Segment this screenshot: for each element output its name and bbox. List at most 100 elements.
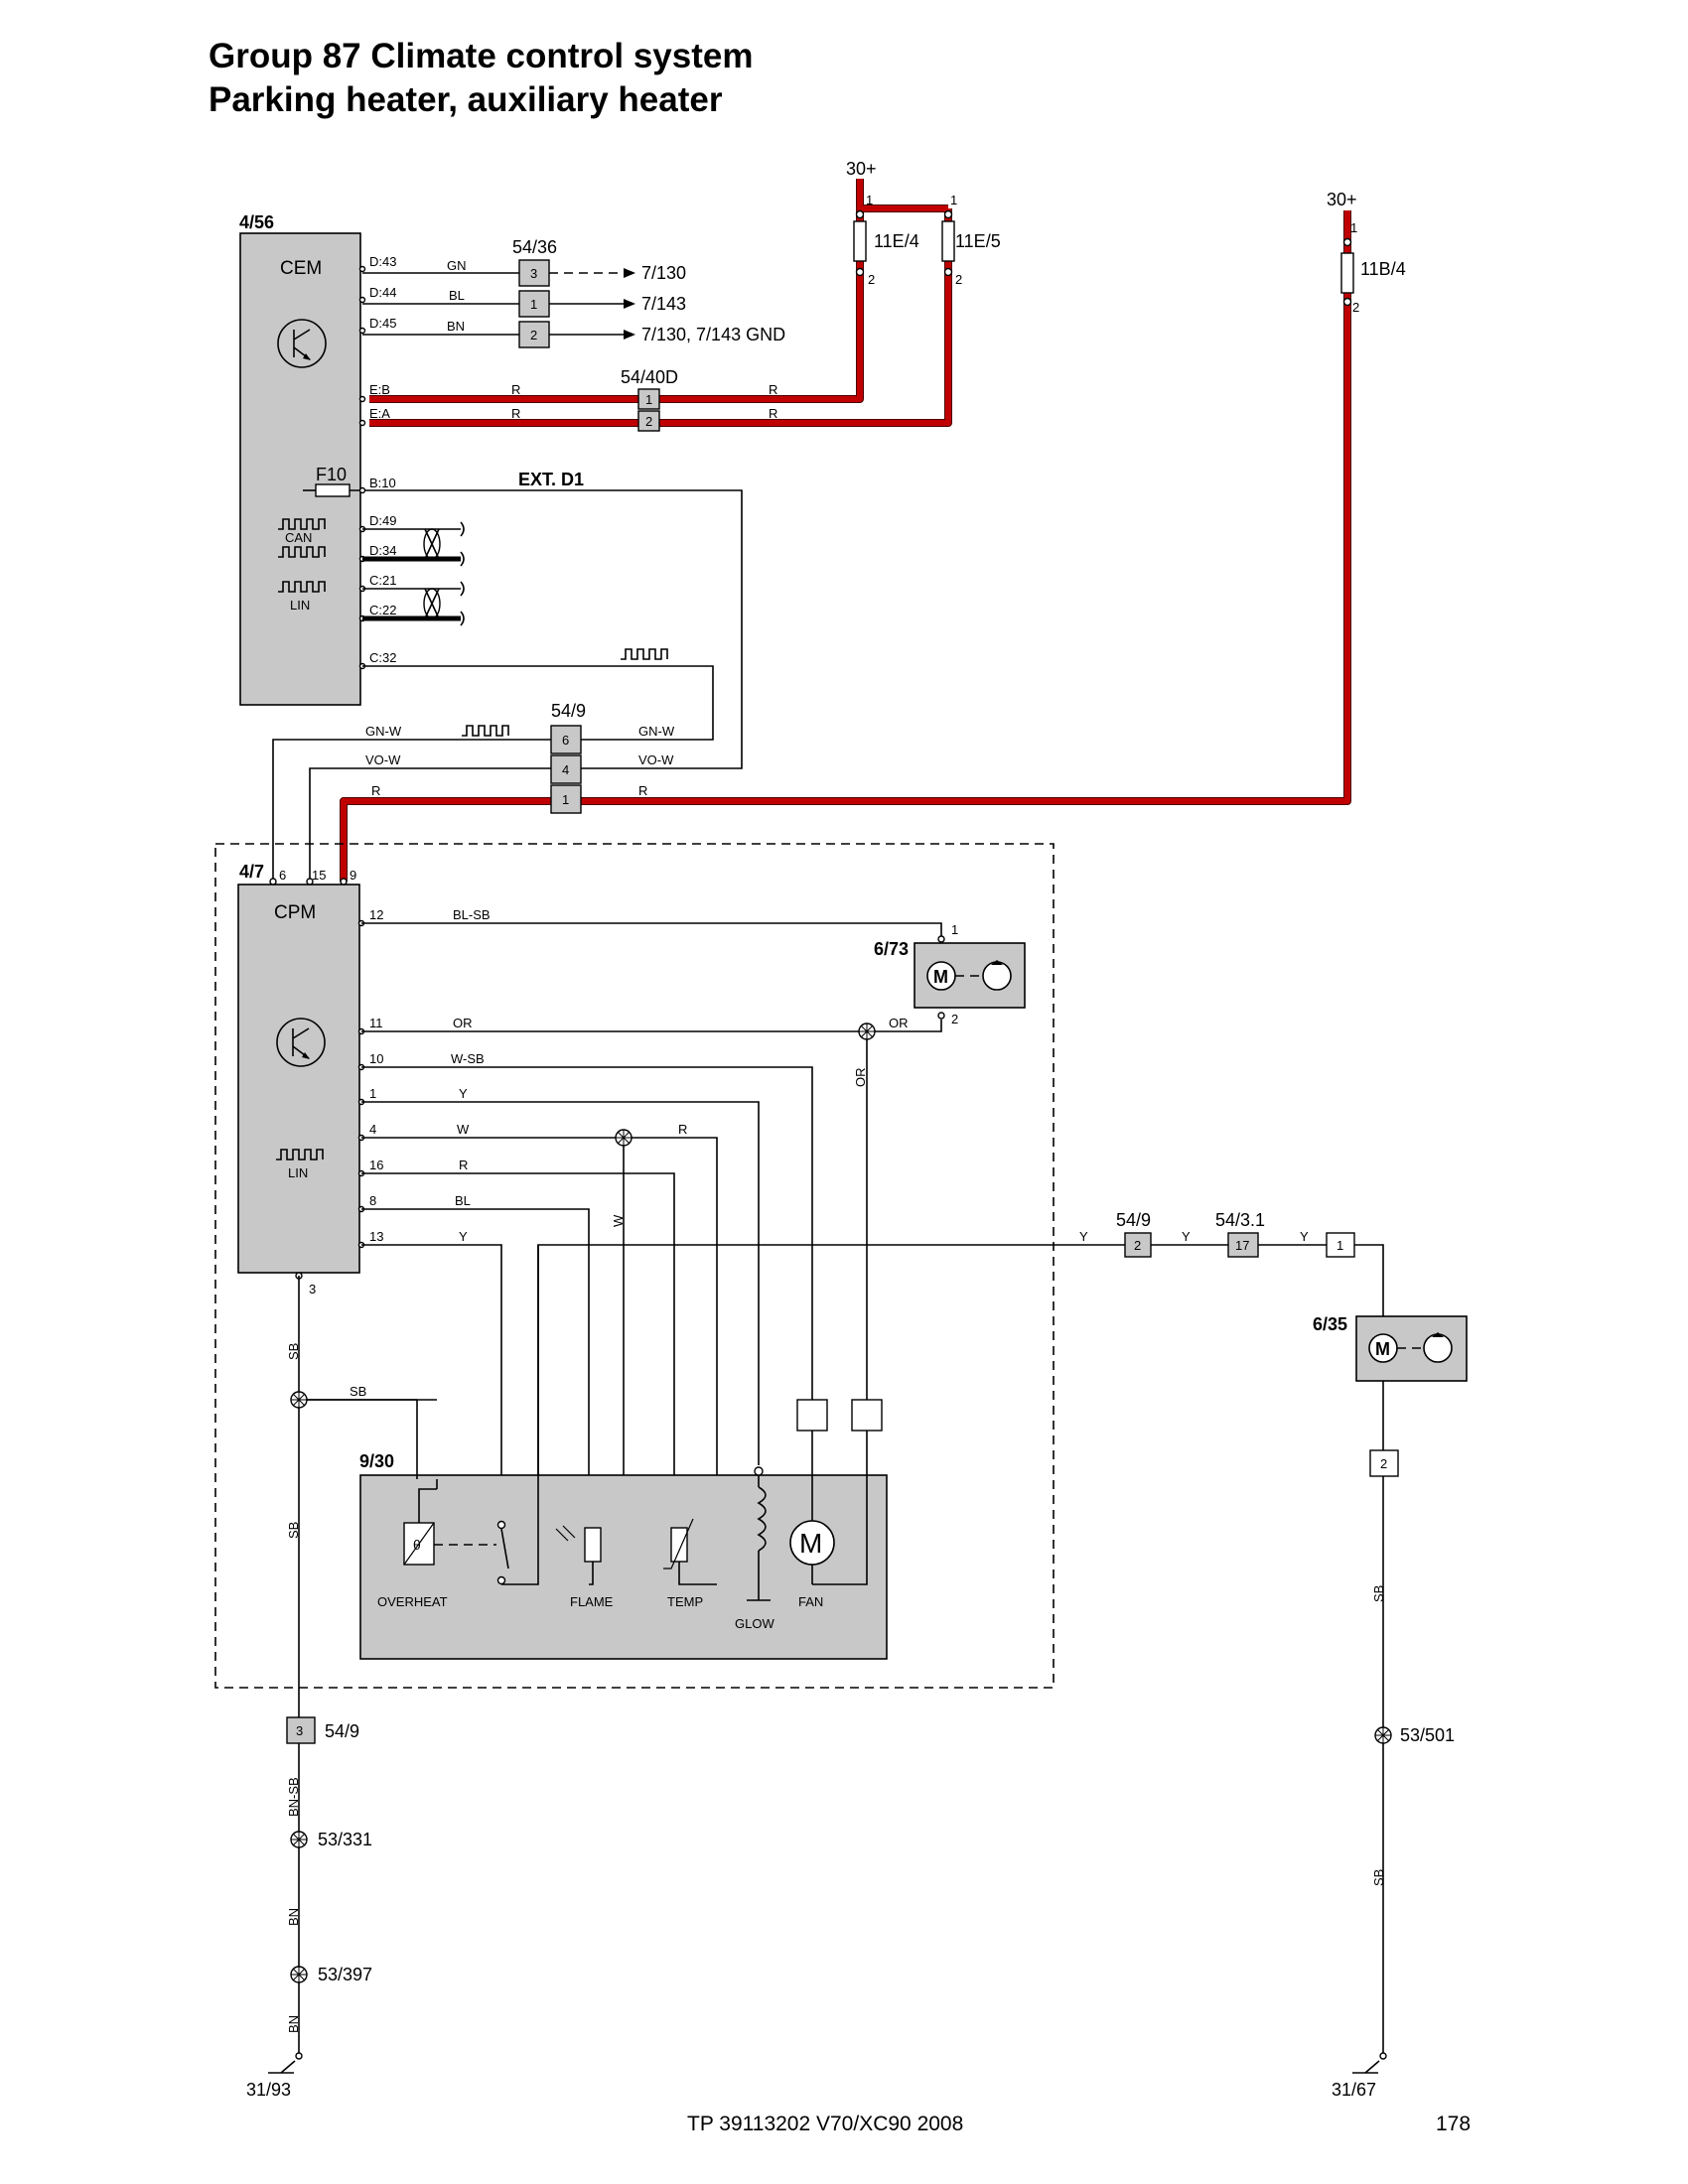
svg-text:1: 1 — [1336, 1238, 1343, 1253]
cem-module: 4/56 CEM F10 CAN LIN — [239, 212, 369, 706]
cpm-module: 4/7 CPM LIN — [237, 862, 360, 1274]
svg-text:VO-W: VO-W — [365, 752, 401, 767]
wire-r-1: R — [511, 382, 520, 397]
svg-text:SB: SB — [1371, 1585, 1386, 1602]
title-line-1: Group 87 Climate control system — [209, 37, 753, 75]
svg-text:9/30: 9/30 — [359, 1451, 394, 1471]
fuse-11b4: 1 2 11B/4 — [1340, 220, 1406, 315]
wire-c32 — [362, 648, 714, 741]
fan-motor-icon: M — [789, 1399, 883, 1585]
svg-text:M: M — [933, 967, 948, 987]
svg-text:53/501: 53/501 — [1400, 1725, 1455, 1745]
splices-cpm — [615, 1023, 876, 1147]
svg-text:SB: SB — [350, 1384, 366, 1399]
cem-label: CEM — [280, 258, 322, 279]
fuse-11e4: 1 2 11E/4 — [853, 193, 919, 287]
fuse-11b4-pin-2: 2 — [1352, 300, 1359, 315]
can-twisted-pair — [362, 521, 465, 567]
svg-text:12: 12 — [369, 907, 383, 922]
svg-text:54/9: 54/9 — [325, 1721, 359, 1741]
lin-signal-icon-cpm — [276, 1149, 324, 1160]
svg-text:1: 1 — [951, 922, 958, 937]
svg-text:15: 15 — [312, 868, 326, 883]
svg-text:4: 4 — [369, 1122, 376, 1137]
svg-text:R: R — [459, 1158, 468, 1172]
svg-text:54/9: 54/9 — [551, 701, 586, 721]
svg-text:53/397: 53/397 — [318, 1965, 372, 1984]
fuse-11e4-label: 11E/4 — [874, 231, 919, 251]
svg-text:Y: Y — [459, 1086, 468, 1101]
wire-r-2: R — [511, 406, 520, 421]
svg-text:11: 11 — [369, 1016, 383, 1030]
svg-text:GLOW: GLOW — [735, 1616, 774, 1631]
footer-page: 178 — [1436, 2113, 1471, 2135]
svg-text:OR: OR — [853, 1068, 868, 1088]
svg-text:3: 3 — [530, 266, 537, 281]
svg-text:BL: BL — [449, 288, 465, 303]
svg-text:D:45: D:45 — [369, 316, 396, 331]
ext-d1-wire: EXT. D1 — [369, 470, 743, 769]
heater-9-30: 9/30 θ OVERHEAT FLAME TEMP — [296, 1245, 888, 1660]
svg-text:M: M — [799, 1528, 822, 1559]
svg-text:BL: BL — [455, 1193, 471, 1208]
power-harness — [340, 179, 1351, 882]
svg-text:SB: SB — [1371, 1869, 1386, 1886]
svg-text:BL-SB: BL-SB — [453, 907, 491, 922]
svg-text:BN: BN — [286, 2015, 301, 2033]
svg-text:OR: OR — [453, 1016, 473, 1030]
svg-text:17: 17 — [1235, 1238, 1249, 1253]
supply-label-a: 30+ — [846, 159, 877, 179]
svg-text:1: 1 — [562, 792, 569, 807]
cpm-label: CPM — [274, 902, 316, 923]
svg-text:E:B: E:B — [369, 382, 390, 397]
svg-text:10: 10 — [369, 1051, 383, 1066]
fuse-11e5-label: 11E/5 — [955, 231, 1001, 251]
svg-text:C:32: C:32 — [369, 650, 396, 665]
svg-text:W: W — [611, 1214, 626, 1227]
svg-text:2: 2 — [645, 414, 652, 429]
fuse-11e5-pin-2: 2 — [955, 272, 962, 287]
lin-signal-icon — [278, 581, 326, 593]
svg-text:E:A: E:A — [369, 406, 390, 421]
cpm-top-pins: 6 15 9 — [269, 868, 356, 886]
can-signal-icon-2 — [278, 546, 326, 558]
svg-text:OR: OR — [889, 1016, 909, 1030]
fuse-11e5: 1 2 11E/5 — [941, 193, 1001, 287]
svg-text:W-SB: W-SB — [451, 1051, 485, 1066]
can-signal-icon — [278, 518, 326, 530]
svg-text:GN: GN — [447, 258, 467, 273]
transistor-icon-cpm — [276, 1018, 326, 1067]
cem-lin-label: LIN — [290, 598, 310, 613]
ground-chain-left: 3 54/9 BN-SB 53/331 BN 53/397 BN 31/93 — [246, 1716, 372, 2100]
svg-text:54/3.1: 54/3.1 — [1215, 1210, 1265, 1230]
connector-549-top: 54/9 6 4 1 — [550, 701, 586, 814]
svg-text:6: 6 — [279, 868, 286, 883]
svg-text:VO-W: VO-W — [638, 752, 674, 767]
fuse-11e5-pin-1: 1 — [950, 193, 957, 207]
svg-text:D:34: D:34 — [369, 543, 396, 558]
svg-text:OVERHEAT: OVERHEAT — [377, 1594, 448, 1609]
pump-icon — [982, 961, 1012, 991]
svg-text:2: 2 — [951, 1012, 958, 1026]
svg-text:2: 2 — [1134, 1238, 1141, 1253]
svg-text:9: 9 — [350, 868, 356, 883]
svg-text:GN-W: GN-W — [638, 724, 675, 739]
svg-text:2: 2 — [1380, 1456, 1387, 1471]
svg-text:D:44: D:44 — [369, 285, 396, 300]
svg-text:BN: BN — [286, 1908, 301, 1926]
pump-6-73: 6/73 1 2 M — [874, 922, 1026, 1026]
cem-fuse-icon — [315, 483, 351, 497]
svg-text:3: 3 — [309, 1282, 316, 1297]
svg-text:4: 4 — [562, 762, 569, 777]
svg-text:54/36: 54/36 — [512, 237, 557, 257]
aux-pump-icon — [1423, 1333, 1453, 1363]
cpm-ground-branch: SB SB SB — [286, 1276, 418, 1717]
svg-text:Y: Y — [1079, 1229, 1088, 1244]
glow-plug-icon — [747, 1466, 771, 1601]
svg-text:6/73: 6/73 — [874, 939, 909, 959]
flame-sensor-icon — [555, 1525, 602, 1585]
svg-text:Y: Y — [1300, 1229, 1309, 1244]
wires-5436: GN BL BN 7/130 7/143 7/130, 7/143 GND — [362, 258, 785, 344]
wires-549-top: GN-W VO-W R GN-W VO-W R — [272, 724, 675, 882]
